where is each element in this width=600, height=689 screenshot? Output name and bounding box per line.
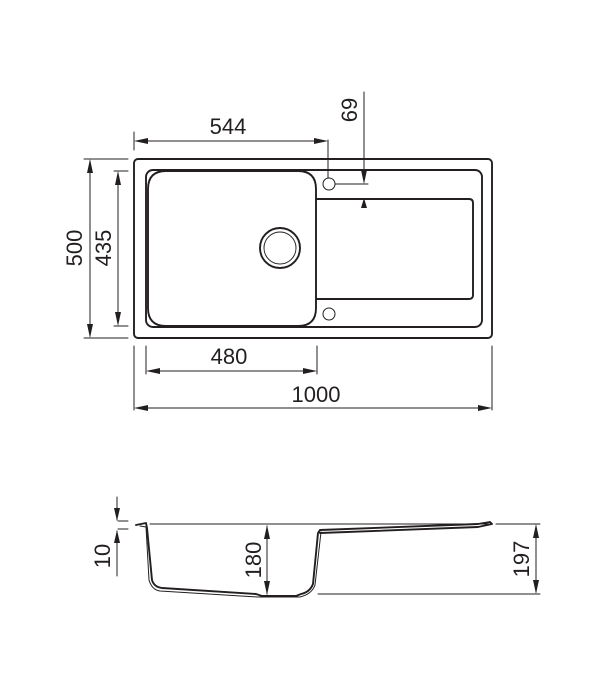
tap-hole-icon — [322, 177, 336, 191]
drain-waste-icon — [259, 227, 301, 269]
dimension-1000: 1000 — [133, 345, 493, 411]
dimension-69: 69 — [337, 91, 367, 208]
dimension-label-180: 180 — [241, 542, 266, 579]
top-view — [133, 158, 493, 339]
bowl-outline — [147, 170, 317, 327]
dimension-544: 544 — [133, 114, 329, 179]
dimension-label-10: 10 — [90, 544, 115, 568]
dimension-label-480: 480 — [211, 344, 248, 369]
dimension-500: 500 — [62, 158, 129, 339]
sink-cross-section — [135, 521, 493, 597]
dimension-label-544: 544 — [210, 114, 247, 139]
sink-outer-outline — [133, 158, 493, 339]
sink-inner-rim — [145, 169, 483, 328]
dimension-435: 435 — [91, 170, 129, 327]
drainer-outline — [315, 198, 474, 300]
overflow-hole-icon — [322, 307, 336, 321]
dimension-480: 480 — [145, 344, 318, 375]
side-view — [135, 521, 541, 598]
dimension-label-197: 197 — [509, 541, 534, 578]
dimension-180: 180 — [241, 525, 270, 595]
dimension-197: 197 — [495, 523, 541, 594]
dimension-label-1000: 1000 — [292, 382, 341, 407]
dimension-label-435: 435 — [91, 230, 116, 267]
dimension-label-69: 69 — [337, 98, 362, 122]
dimension-label-500: 500 — [62, 230, 87, 267]
dimension-10: 10 — [90, 496, 129, 577]
